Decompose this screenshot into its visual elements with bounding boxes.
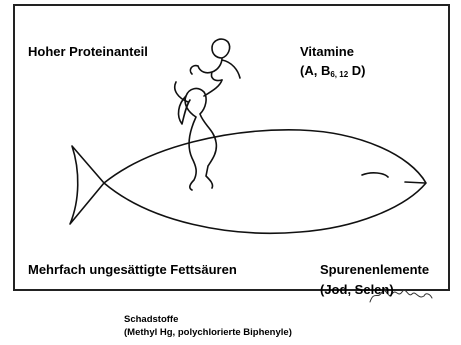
fish-eye [362, 173, 388, 177]
pollutants-detail: (Methyl Hg, polychlorierte Biphenyle) [124, 327, 292, 339]
adult-figure [175, 80, 222, 190]
vitamins-title: Vitamine [300, 43, 354, 60]
protein-label: Hoher Proteinanteil [28, 43, 148, 60]
fish-body [104, 130, 426, 233]
fish-tail [70, 146, 104, 224]
fatty-acids-label: Mehrfach ungesättigte Fettsäuren [28, 261, 237, 278]
trace-elements-title: Spurenenlemente [320, 261, 429, 278]
pollutants-title: Schadstoffe [124, 314, 178, 326]
trace-elements-detail: (Jod, Selen) [320, 281, 394, 298]
child-figure [190, 39, 240, 80]
fish-mouth [405, 182, 425, 183]
vitamins-detail: (A, B6, 12 D) [300, 62, 365, 83]
vitamins-close: D) [348, 63, 365, 78]
vitamins-open: (A, B [300, 63, 330, 78]
vitamins-subscript: 6, 12 [330, 70, 348, 79]
